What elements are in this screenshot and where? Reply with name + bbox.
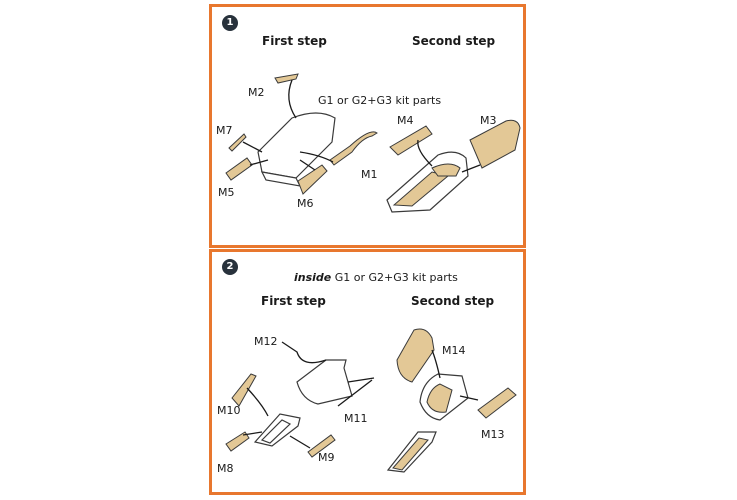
mask-m3 [469,119,521,169]
canopy-assembly-p2-second [386,328,517,473]
label-m11: M11 [344,412,368,425]
label-m10: M10 [217,404,241,417]
label-m5: M5 [218,186,235,199]
second-step-heading: Second step [412,34,496,48]
canopy-assembly-p2-first [225,341,375,458]
mask-m9 [307,434,336,458]
label-m2: M2 [248,86,265,99]
kit-parts-note: G1 or G2+G3 kit parts [318,94,442,107]
first-step-heading: First step [262,34,327,48]
mask-m5 [225,157,253,181]
kit-parts-note: inside G1 or G2+G3 kit parts [294,271,458,284]
inside-emphasis: inside [294,271,332,284]
mask-m14 [396,328,435,383]
mask-m2 [274,73,299,84]
step-panel-2 [209,249,526,495]
mask-m8 [225,431,250,452]
kit-parts-text: G1 or G2+G3 kit parts [331,271,458,284]
mask-m4 [389,125,433,156]
step-number-badge: 2 [222,259,238,275]
step-number-badge: 1 [222,15,238,31]
label-m13: M13 [481,428,505,441]
mask-m10 [231,373,257,407]
mask-m13 [477,387,517,419]
label-m7: M7 [216,124,233,137]
label-m3: M3 [480,114,497,127]
label-m4: M4 [397,114,414,127]
first-step-heading: First step [261,294,326,308]
label-m1: M1 [361,168,378,181]
label-m9: M9 [318,451,335,464]
second-step-heading: Second step [411,294,495,308]
mask-m7 [228,133,247,152]
mask-m1 [329,131,378,166]
label-m12: M12 [254,335,278,348]
mask-m6 [297,164,328,195]
canopy-assembly-p1-second [386,119,521,213]
step-panel-1 [209,4,526,248]
canopy-assembly-p1-first [225,73,378,195]
label-m8: M8 [217,462,234,475]
canopy-part-inner-rear [296,359,353,405]
label-m14: M14 [442,344,466,357]
label-m6: M6 [297,197,314,210]
